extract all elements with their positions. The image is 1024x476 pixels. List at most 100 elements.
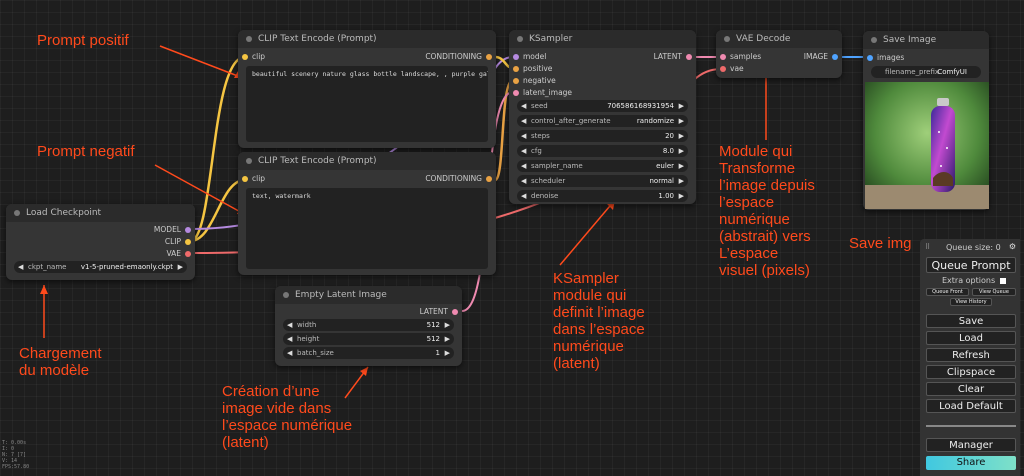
decrement-icon: ◀ <box>287 321 293 329</box>
input-negative[interactable]: negative <box>513 75 556 87</box>
vae-decode-node[interactable]: VAE Decode samples IMAGE vae <box>716 30 842 78</box>
output-conditioning[interactable]: CONDITIONING <box>425 51 492 63</box>
annotation-ksampler: KSampler module qui definit l’image dans… <box>553 270 645 372</box>
node-title[interactable]: CLIP Text Encode (Prompt) <box>238 30 496 48</box>
input-positive[interactable]: positive <box>513 63 552 75</box>
panel-divider <box>926 425 1016 427</box>
load-button[interactable]: Load <box>926 331 1016 345</box>
increment-icon: ▶ <box>678 117 684 125</box>
annotation-creation: Création d’une image vide dans l’espace … <box>222 383 353 451</box>
queue-panel: ⠿ Queue size: 0 ⚙ Queue Prompt Extra opt… <box>920 239 1020 476</box>
load-checkpoint-node[interactable]: Load Checkpoint MODEL CLIP VAE ◀ckpt_nam… <box>6 204 195 280</box>
settings-gear-icon[interactable]: ⚙ <box>1008 242 1016 251</box>
increment-icon: ▶ <box>444 349 450 357</box>
decrement-icon: ◀ <box>521 177 527 185</box>
node-title[interactable]: CLIP Text Encode (Prompt) <box>238 152 496 170</box>
output-clip[interactable]: CLIP <box>165 236 191 248</box>
annotation-save: Save img <box>849 235 912 252</box>
increment-icon: ▶ <box>678 192 684 200</box>
load-default-button[interactable]: Load Default <box>926 399 1016 413</box>
drag-handle-icon[interactable]: ⠿ <box>925 243 931 251</box>
increment-icon: ▶ <box>678 132 684 140</box>
link-clip-to-neg <box>189 178 246 243</box>
increment-icon: ▶ <box>678 147 684 155</box>
extra-options-row[interactable]: Extra options <box>942 276 1006 285</box>
output-model[interactable]: MODEL <box>154 224 191 236</box>
input-clip[interactable]: clip <box>242 51 265 63</box>
arrowhead-chargement <box>40 285 48 294</box>
decrement-icon: ◀ <box>521 132 527 140</box>
clip-text-encode-negative-node[interactable]: CLIP Text Encode (Prompt) clip CONDITION… <box>238 152 496 275</box>
refresh-button[interactable]: Refresh <box>926 348 1016 362</box>
decrement-icon: ◀ <box>287 335 293 343</box>
arrow-ksampler <box>559 199 616 266</box>
increment-icon: ▶ <box>177 263 183 271</box>
decrement-icon: ◀ <box>521 117 527 125</box>
node-title[interactable]: Load Checkpoint <box>6 204 195 222</box>
prompt-textarea[interactable]: text, watermark <box>246 188 488 269</box>
annotation-chargement: Chargement du modèle <box>19 345 102 379</box>
input-vae[interactable]: vae <box>720 63 744 75</box>
node-title[interactable]: Empty Latent Image <box>275 286 462 304</box>
queue-prompt-button[interactable]: Queue Prompt <box>926 257 1016 273</box>
view-history-button[interactable]: View History <box>950 298 992 306</box>
increment-icon: ▶ <box>678 162 684 170</box>
increment-icon: ▶ <box>678 102 684 110</box>
clear-button[interactable]: Clear <box>926 382 1016 396</box>
output-latent[interactable]: LATENT <box>420 306 458 318</box>
view-queue-button[interactable]: View Queue <box>972 288 1016 296</box>
output-conditioning[interactable]: CONDITIONING <box>425 173 492 185</box>
queue-front-button[interactable]: Queue Front <box>926 288 969 296</box>
annotation-module: Module qui Transforme l’image depuis l’e… <box>719 143 815 279</box>
input-model[interactable]: model <box>513 51 546 63</box>
output-latent[interactable]: LATENT <box>654 51 692 63</box>
queue-size-label: Queue size: 0 <box>946 243 1001 252</box>
input-images[interactable]: images <box>867 52 904 64</box>
decrement-icon: ◀ <box>521 147 527 155</box>
decrement-icon: ◀ <box>18 263 24 271</box>
input-samples[interactable]: samples <box>720 51 761 63</box>
increment-icon: ▶ <box>444 321 450 329</box>
annotation-prompt-positif: Prompt positif <box>37 32 129 49</box>
save-button[interactable]: Save <box>926 314 1016 328</box>
generated-image-preview[interactable] <box>865 82 989 209</box>
node-title[interactable]: Save Image <box>863 31 989 49</box>
output-vae[interactable]: VAE <box>166 248 191 260</box>
decrement-icon: ◀ <box>521 102 527 110</box>
annotation-prompt-negatif: Prompt negatif <box>37 143 135 160</box>
arrowhead-creation <box>360 367 368 376</box>
extra-options-checkbox[interactable] <box>999 277 1006 284</box>
clip-text-encode-positive-node[interactable]: CLIP Text Encode (Prompt) clip CONDITION… <box>238 30 496 148</box>
increment-icon: ▶ <box>678 177 684 185</box>
node-title[interactable]: VAE Decode <box>716 30 842 48</box>
manager-button[interactable]: Manager <box>926 438 1016 452</box>
increment-icon: ▶ <box>444 335 450 343</box>
input-clip[interactable]: clip <box>242 173 265 185</box>
decrement-icon: ◀ <box>521 192 527 200</box>
prompt-textarea[interactable]: beautiful scenery nature glass bottle la… <box>246 66 488 142</box>
share-button[interactable]: Share <box>926 456 1016 470</box>
decrement-icon: ◀ <box>287 349 293 357</box>
output-image[interactable]: IMAGE <box>804 51 838 63</box>
arrow-prompt-pos <box>159 45 244 79</box>
clipspace-button[interactable]: Clipspace <box>926 365 1016 379</box>
decrement-icon: ◀ <box>521 162 527 170</box>
input-latent-image[interactable]: latent_image <box>513 87 572 99</box>
ksampler-node[interactable]: KSampler model LATENT positive negative … <box>509 30 696 204</box>
node-title[interactable]: KSampler <box>509 30 696 48</box>
